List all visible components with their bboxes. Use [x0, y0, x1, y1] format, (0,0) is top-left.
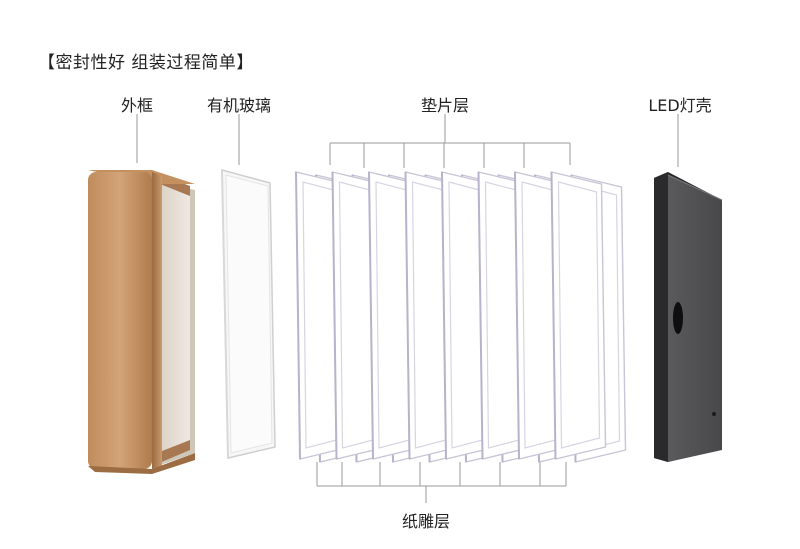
label-outer-frame: 外框 [120, 96, 154, 115]
label-paper-carving-layer: 纸雕层 [401, 512, 451, 531]
spacer-and-paper-layers [295, 171, 627, 463]
acrylic-glass-illustration [221, 169, 276, 459]
label-led-shell: LED灯壳 [648, 96, 712, 115]
led-shell-illustration [654, 172, 723, 462]
spacer-layer-bracket [329, 114, 571, 168]
spacer-frame [550, 171, 607, 460]
heading: 【密封性好 组装过程简单】 [38, 53, 254, 73]
outer-frame-illustration [88, 170, 195, 474]
led-shell-cable-slot [673, 302, 683, 334]
led-shell-switch-dot [712, 412, 716, 416]
label-spacer-layer: 垫片层 [420, 96, 470, 115]
label-acrylic-glass: 有机玻璃 [206, 96, 272, 115]
paper-carving-layer-bracket [316, 462, 567, 503]
